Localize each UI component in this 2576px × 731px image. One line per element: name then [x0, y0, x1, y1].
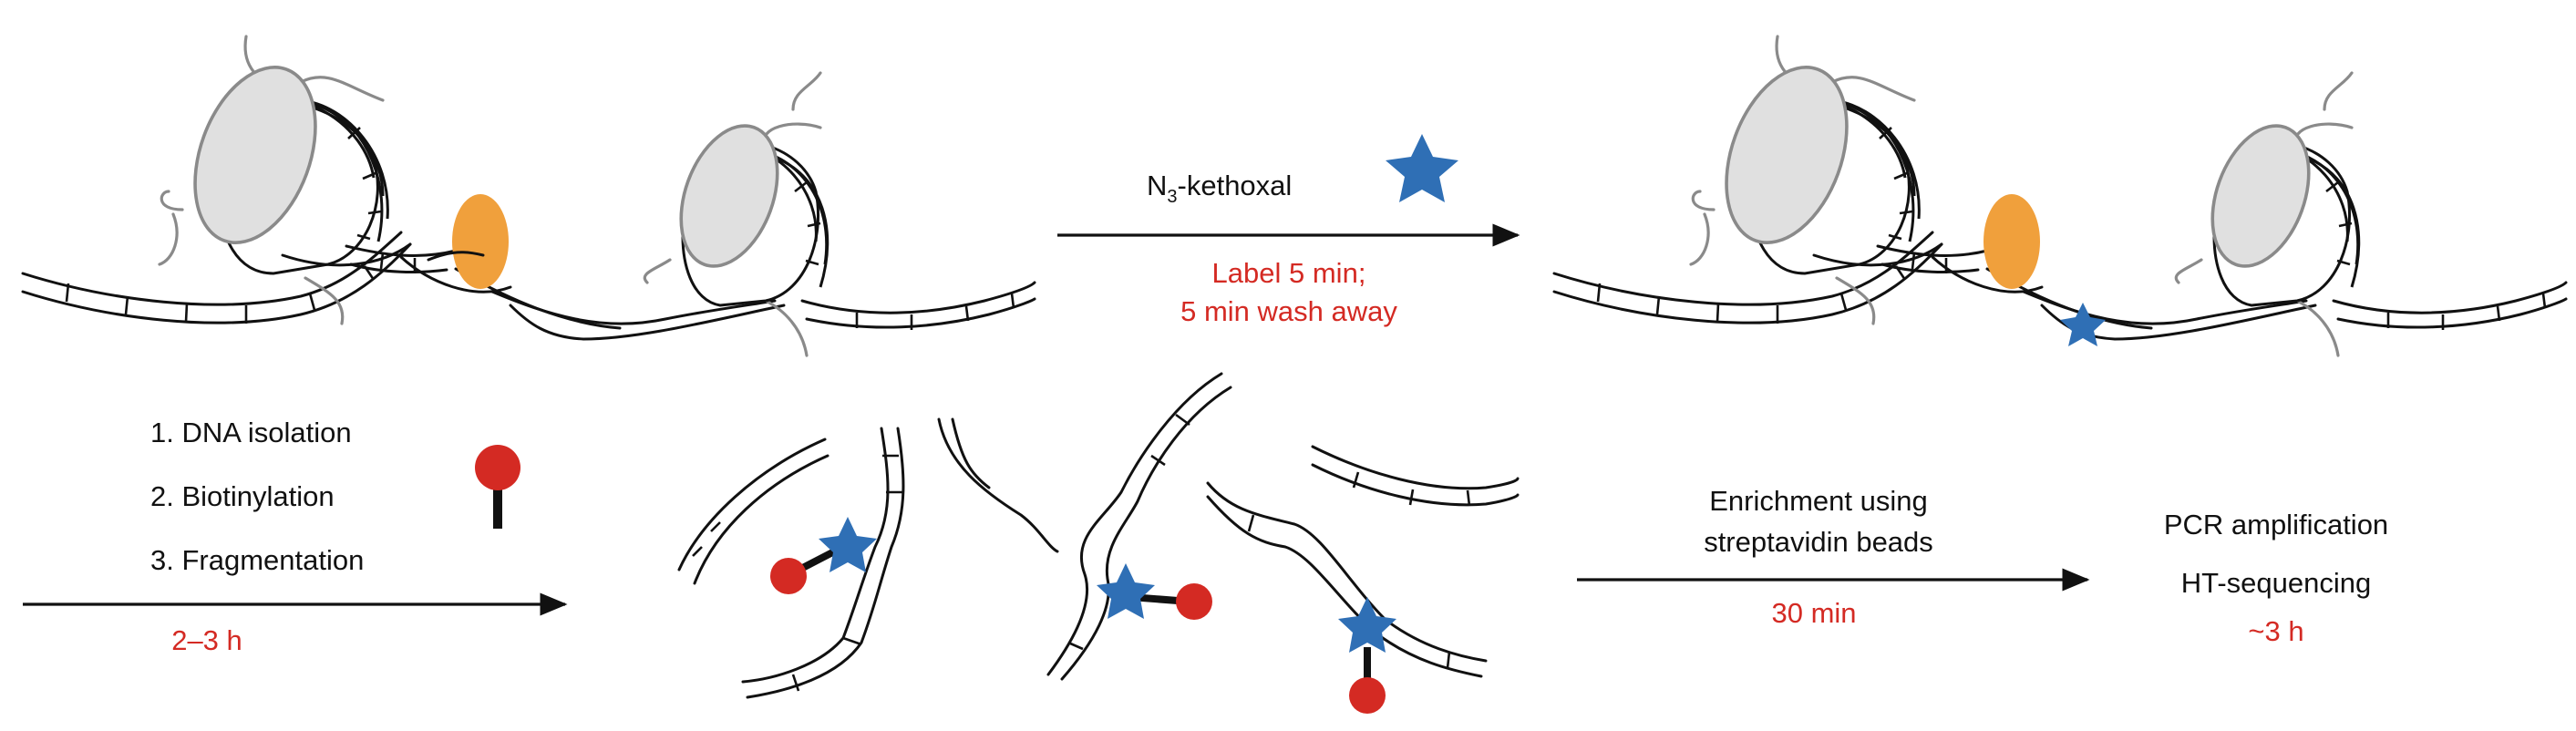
- step3-line2: streptavidin beads: [1704, 526, 1933, 558]
- biotin-icon: [475, 445, 520, 529]
- dna-strand-right: [800, 281, 1036, 330]
- chromatin-right: [1552, 35, 2568, 357]
- step2-group: 1. DNA isolation 2. Biotinylation 3. Fra…: [23, 417, 568, 656]
- dna-linker: [1876, 244, 2317, 341]
- biotin-icon: [770, 558, 807, 594]
- dna-fragment-icon: [1046, 372, 1232, 681]
- step3-line1: Enrichment using: [1709, 485, 1928, 517]
- nucleosome-icon: [158, 35, 412, 325]
- dna-strand-right: [2332, 281, 2568, 330]
- step4-time: ~3 h: [2248, 615, 2303, 647]
- step3-time: 30 min: [1771, 597, 1856, 629]
- step2-item1: 1. DNA isolation: [150, 417, 352, 448]
- dna-fragment-icon: [677, 438, 829, 585]
- dna-fragment-icon: [741, 427, 905, 699]
- step1-arrow-group: N3-kethoxal Label 5 min; 5 min wash away: [1057, 134, 1520, 327]
- nucleosome-icon: [2174, 71, 2361, 357]
- star-icon: [1338, 597, 1396, 653]
- star-icon: [819, 517, 877, 572]
- step4-group: PCR amplification HT-sequencing ~3 h: [2164, 509, 2388, 647]
- star-icon: [1386, 134, 1458, 202]
- biotin-icon: [1349, 677, 1386, 714]
- step2-time: 2–3 h: [171, 624, 242, 656]
- dna-fragment-icon: [1206, 481, 1488, 714]
- step3-group: Enrichment using streptavidin beads 30 m…: [1577, 485, 2090, 629]
- step4-line1: PCR amplification: [2164, 509, 2388, 541]
- dna-fragment-icon: [1311, 445, 1520, 507]
- step2-item3: 3. Fragmentation: [150, 544, 364, 576]
- dna-fragment-icon: [937, 417, 1059, 553]
- dna-fragments: [677, 372, 1520, 714]
- dna-linker: [345, 244, 786, 341]
- step1-time-line1: Label 5 min;: [1212, 257, 1366, 289]
- step4-line2: HT-sequencing: [2181, 567, 2372, 599]
- protein-icon: [452, 194, 509, 289]
- reagent-label: N3-kethoxal: [1147, 170, 1292, 207]
- star-icon: [2060, 303, 2106, 346]
- protein-icon: [1984, 194, 2040, 289]
- chromatin-left: [21, 35, 1036, 357]
- star-icon: [1097, 563, 1155, 619]
- nucleosome-icon: [1689, 35, 1943, 325]
- nucleosome-icon: [643, 71, 829, 357]
- step2-item2: 2. Biotinylation: [150, 480, 335, 512]
- biotin-icon: [1176, 583, 1212, 620]
- step1-time-line2: 5 min wash away: [1180, 295, 1397, 327]
